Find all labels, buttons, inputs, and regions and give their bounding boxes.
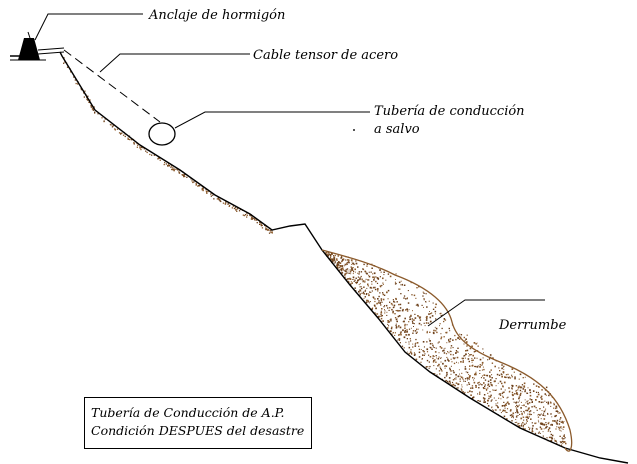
pipe-label-line1: Tubería de conducción [374,104,525,119]
ground-profile [59,51,629,464]
caption-box: Tubería de Conducción de A.P. Condición … [84,397,312,449]
pipe-label-line2: a salvo [374,122,420,137]
upper-slope-soil [63,57,273,234]
pipe-cross-section-icon [148,122,176,146]
landslide-leader-line [427,299,545,327]
caption-line1: Tubería de Conducción de A.P. [91,405,285,420]
pipe-leader-line [174,111,370,129]
landslide-debris [325,251,567,446]
landslide-outline [321,249,573,452]
concrete-anchor-icon [10,31,46,61]
anchor-leader-line [34,13,143,41]
steel-cable [37,47,161,123]
landslide-label: Derrumbe [499,318,567,333]
anchor-label: Anclaje de hormigón [149,8,286,23]
cable-leader-line [99,53,250,73]
caption-line2: Condición DESPUES del desastre [91,423,305,438]
stray-mark [353,129,355,131]
cable-label: Cable tensor de acero [253,48,399,63]
